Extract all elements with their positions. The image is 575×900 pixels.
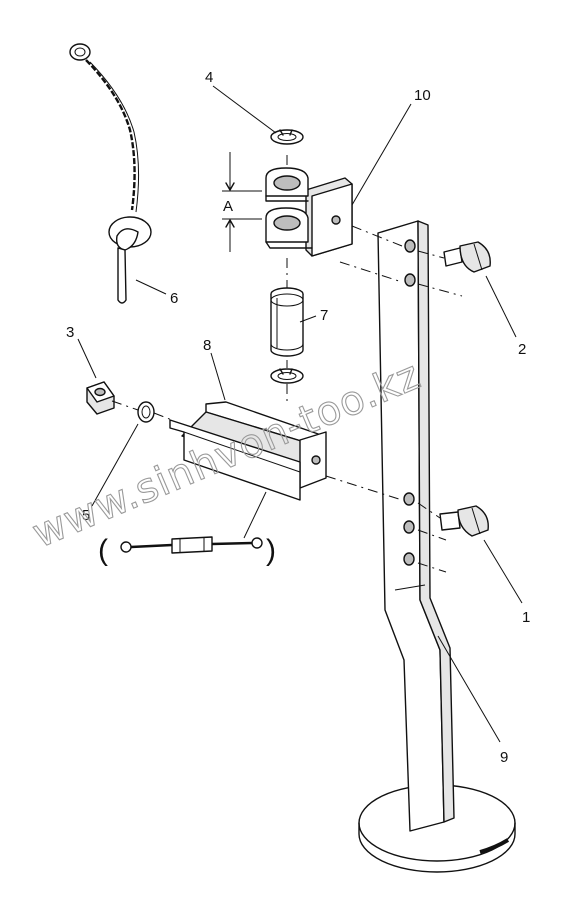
accessory-turnbuckle: ( ) [98, 534, 276, 567]
part-5-washer [137, 401, 155, 423]
leg-hole-lower-2 [403, 520, 415, 534]
part-6-lynch-pin-chain [69, 43, 152, 304]
dimension-a: A [222, 152, 262, 252]
leg-hole-upper-1 [404, 239, 416, 253]
part-3-square-nut [86, 381, 115, 415]
leg-hole-lower-3 [403, 552, 415, 566]
bracket-open: ( [98, 534, 108, 567]
callout-6: 6 [170, 290, 178, 307]
part-7-pin [270, 287, 304, 357]
leg-hole-lower-1 [403, 492, 415, 506]
assembly-lines [111, 155, 463, 573]
callout-2: 2 [518, 341, 526, 358]
watermark-text: www.sinhvon-too.kz [26, 352, 427, 557]
part-2-bolt-upper [443, 241, 491, 273]
part-10-clevis-bracket [265, 167, 353, 257]
callout-3: 3 [66, 324, 74, 341]
chain [85, 59, 136, 211]
part-9-support-leg [358, 220, 516, 873]
callout-1: 1 [522, 609, 530, 626]
callout-4: 4 [205, 69, 213, 86]
dimension-a-label: A [223, 198, 233, 215]
bracket-close: ) [266, 534, 276, 567]
part-4-circlip-top [270, 129, 304, 145]
callout-5: 5 [82, 507, 90, 524]
callout-10: 10 [414, 87, 431, 104]
part-8-channel-holder [169, 401, 327, 501]
callouts: 4 10 6 7 3 8 2 5 1 9 [66, 69, 530, 766]
leader-lines [77, 85, 523, 743]
part-1-bolt-lower [439, 505, 489, 537]
leg-hole-upper-2 [404, 273, 416, 287]
callout-8: 8 [203, 337, 211, 354]
callout-7: 7 [320, 307, 328, 324]
callout-9: 9 [500, 749, 508, 766]
part-circlip-lower [270, 368, 304, 384]
